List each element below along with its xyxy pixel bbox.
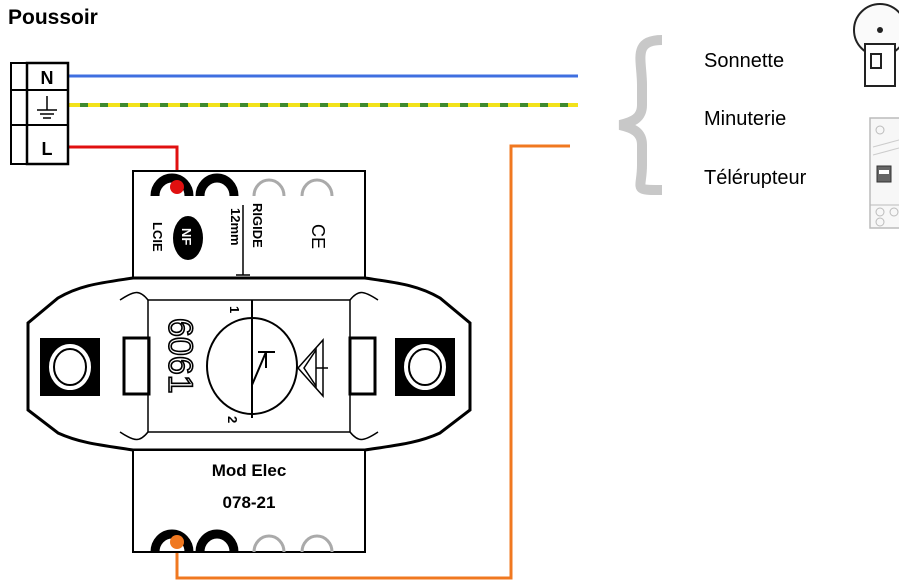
brand-text: Mod Elec [212, 461, 287, 480]
lcie-text: LCIE [150, 222, 165, 252]
neutral-terminal-label: N [41, 68, 54, 88]
rigide-text: RIGIDE [250, 203, 265, 248]
label-telerupteur: Télérupteur [704, 167, 807, 189]
diagram-title: Poussoir [8, 6, 98, 29]
terminal-1-label: 1 [227, 306, 242, 313]
phase-terminal-label: L [42, 139, 53, 159]
return-connection-dot [170, 535, 184, 549]
nf-text: NF [179, 228, 194, 245]
bell-icon [853, 3, 899, 87]
screw-terminal-holes-top [150, 173, 334, 197]
left-mounting-screw [40, 338, 100, 396]
terminal-block: N L [10, 61, 70, 166]
ce-mark: CE [308, 224, 328, 249]
nf-logo [173, 216, 203, 260]
din-rail-module-icon [869, 117, 899, 229]
strip-length-text: 12mm [228, 208, 243, 246]
push-button-symbol-icon [251, 351, 275, 386]
double-insulation-triangle-icon [296, 338, 328, 398]
earth-ground-icon [37, 96, 57, 119]
phase-connection-dot [170, 180, 184, 194]
terminal-2-label: 2 [225, 416, 240, 423]
reference-text: 078-21 [223, 493, 276, 512]
right-mounting-screw [395, 338, 455, 396]
label-sonnette: Sonnette [704, 50, 785, 72]
model-number: 6061 [161, 318, 199, 394]
label-minuterie: Minuterie [704, 108, 787, 130]
return-wire [175, 144, 570, 580]
screw-terminal-holes-bottom [150, 529, 334, 553]
curly-brace [618, 35, 663, 195]
push-button-mechanism: RIGIDE 12mm NF LCIE CE 1 2 6061 [26, 170, 472, 553]
